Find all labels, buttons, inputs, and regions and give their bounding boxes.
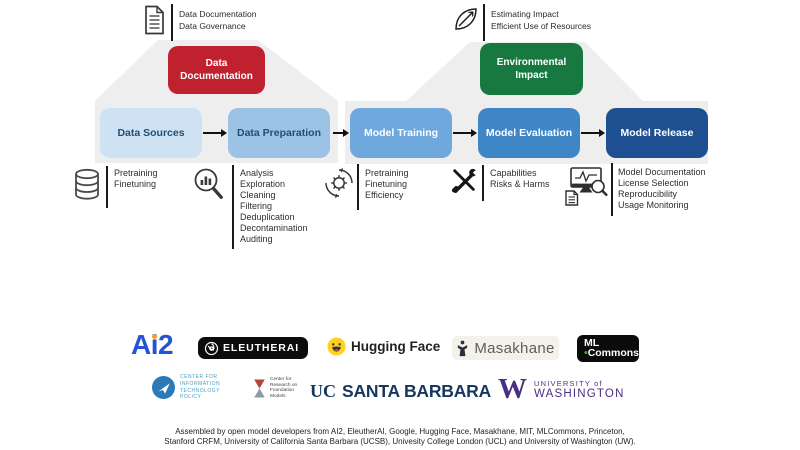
crfm-wordmark: Center for Research on Foundation Models (270, 377, 298, 400)
divider-line (171, 4, 173, 41)
huggingface-logo: Hugging Face (327, 337, 440, 356)
eleutherai-wordmark: EleutherAI (223, 342, 300, 354)
leaf-icon (453, 6, 479, 32)
data-documentation-annotation: Data Documentation Data Governance (179, 9, 257, 31)
magnifier-chart-icon (192, 167, 226, 203)
crfm-hourglass-icon (253, 379, 266, 398)
stage-model-training: Model Training (350, 108, 452, 158)
data-documentation-box: Data Documentation (168, 46, 265, 94)
citp-logo: CENTER FOR INFORMATION TECHNOLOGY POLICY (152, 374, 220, 401)
gear-sync-icon (322, 166, 356, 200)
divider-line (106, 166, 108, 208)
mlcommons-logo: ML •Commons (577, 335, 639, 362)
flow-arrow (581, 132, 599, 135)
uw-line2: WASHINGTON (534, 387, 625, 400)
masakhane-logo: Masakhane (452, 336, 559, 360)
figure-caption: Assembled by open model developers from … (164, 427, 636, 446)
mlcommons-commons-text: Commons (587, 347, 640, 359)
environmental-impact-annotation: Estimating Impact Efficient Use of Resou… (491, 9, 591, 31)
eleutherai-knot-icon (204, 341, 219, 356)
citp-circle-icon (152, 376, 175, 400)
model-evaluation-details: Capabilities Risks & Harms (490, 168, 550, 189)
divider-line (482, 165, 484, 201)
uw-line1: UNIVERSITY of (534, 378, 603, 388)
citp-wordmark: CENTER FOR INFORMATION TECHNOLOGY POLICY (180, 374, 221, 401)
ucsb-name-text: SANTA BARBARA (342, 381, 492, 401)
mlcommons-green-dot: • (584, 347, 588, 359)
environmental-impact-box: Environmental Impact (480, 43, 583, 95)
uw-w-mark: W (498, 373, 527, 405)
uw-wordmark: UNIVERSITY of WASHINGTON (534, 379, 625, 400)
stage-model-evaluation: Model Evaluation (478, 108, 580, 158)
data-preparation-details: Analysis Exploration Cleaning Filtering … (240, 168, 308, 244)
flow-arrow (203, 132, 221, 135)
flow-arrow (453, 132, 471, 135)
masakhane-figure-icon (456, 340, 469, 357)
ai2-logo: Ai2 (131, 329, 174, 361)
ucsb-logo: UC SANTA BARBARA (310, 381, 491, 402)
divider-line (232, 165, 234, 249)
divider-line (483, 4, 485, 41)
divider-line (611, 163, 613, 216)
stage-model-release: Model Release (606, 108, 708, 158)
monitor-audit-icon (564, 165, 608, 211)
stanford-crfm-logo: Center for Research on Foundation Models (253, 377, 297, 400)
ucsb-uc-text: UC (310, 381, 336, 401)
crossed-tools-icon (450, 167, 478, 195)
model-training-details: Pretraining Finetuning Efficiency (365, 168, 409, 200)
document-icon (143, 5, 165, 35)
database-icon (72, 168, 102, 201)
mlcommons-line2: •Commons (584, 348, 639, 359)
stage-data-preparation: Data Preparation (228, 108, 330, 158)
stage-data-sources: Data Sources (100, 108, 202, 158)
eleutherai-logo: EleutherAI (198, 337, 308, 359)
flow-arrow (333, 132, 343, 135)
model-release-details: Model Documentation License Selection Re… (618, 167, 706, 210)
masakhane-wordmark: Masakhane (474, 339, 555, 357)
hugging-face-emoji-icon (327, 337, 346, 356)
data-sources-details: Pretraining Finetuning (114, 168, 158, 189)
divider-line (357, 164, 359, 210)
uw-logo: W UNIVERSITY of WASHINGTON (498, 374, 625, 404)
huggingface-wordmark: Hugging Face (351, 339, 441, 354)
mlcommons-line1: ML (584, 337, 600, 349)
ai2-dot (151, 333, 157, 339)
